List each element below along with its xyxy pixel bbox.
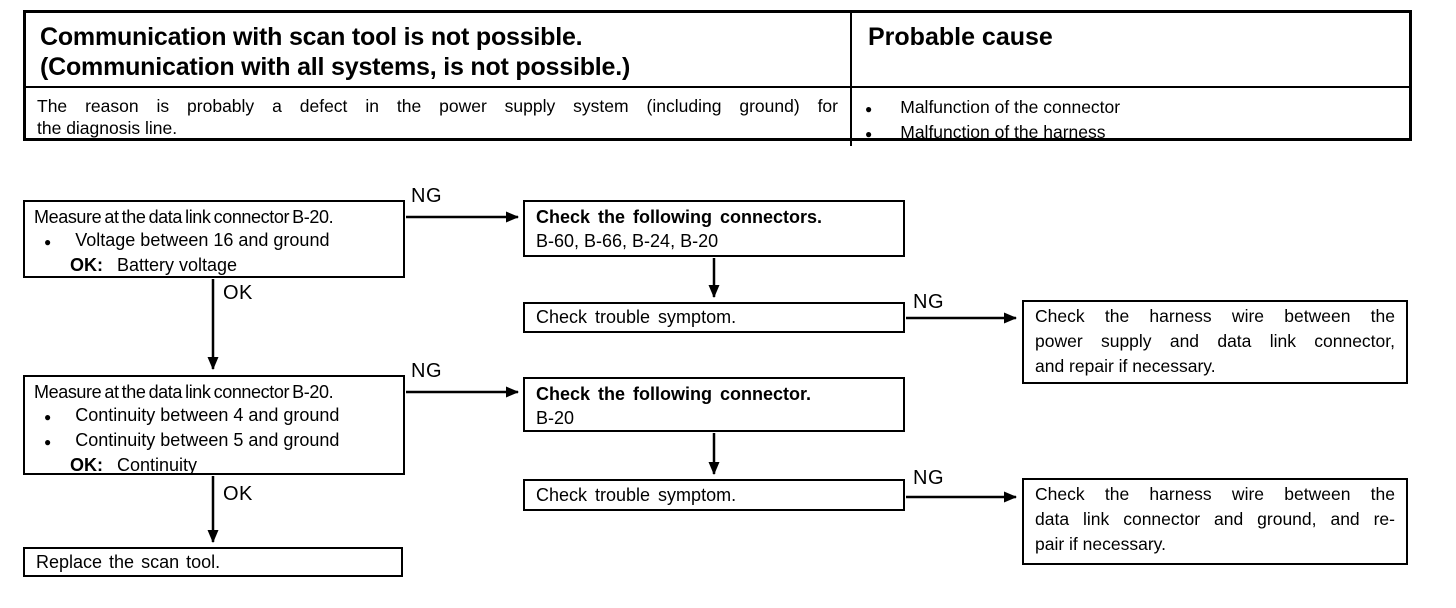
page-title-line2: (Communication with all systems, is not …: [40, 53, 631, 81]
ok-value: Battery voltage: [117, 255, 238, 275]
causes-cell: Malfunction of the connector Malfunction…: [852, 88, 1409, 146]
result-line: data link connector and ground, and re-: [1035, 509, 1395, 529]
cause-text: Malfunction of the harness: [900, 122, 1106, 142]
step-bullet: Continuity between 4 and ground: [34, 404, 394, 429]
page-title-line1: Communication with scan tool is not poss…: [40, 23, 583, 51]
reason-cell: The reason is probably a defect in the p…: [26, 88, 852, 146]
step-measure-continuity-box: Measure at the data link connector B-20.…: [23, 375, 405, 475]
header-table: Communication with scan tool is not poss…: [23, 10, 1412, 146]
edge-label-ng3: NG: [411, 360, 442, 382]
edge-label-ok1: OK: [223, 282, 253, 304]
action-title: Check the following connector.: [536, 384, 812, 404]
result-line: and repair if necessary.: [1035, 356, 1216, 376]
cause-item: Malfunction of the connector: [865, 96, 1397, 121]
connector-list: B-20: [536, 408, 575, 428]
ok-criteria-row: OK: Battery voltage: [34, 254, 394, 277]
edge-label-ok2: OK: [223, 483, 253, 505]
bullet-icon: [44, 429, 51, 454]
probable-cause-label: Probable cause: [868, 23, 1053, 51]
bullet-text: Continuity between 5 and ground: [75, 430, 340, 450]
ok-label: OK:: [70, 455, 103, 475]
body-row: The reason is probably a defect in the p…: [26, 88, 1409, 146]
result-line: Check the harness wire between the: [1035, 484, 1395, 504]
reason-line2: the diagnosis line.: [37, 118, 178, 138]
cause-text: Malfunction of the connector: [900, 97, 1121, 117]
edge-label-ng1: NG: [411, 185, 442, 207]
step-measure-voltage-box: Measure at the data link connector B-20.…: [23, 200, 405, 278]
probable-cause-cell: Probable cause: [852, 13, 1409, 86]
ok-value: Continuity: [117, 455, 198, 475]
step-title: Measure at the data link connector B-20.: [34, 207, 334, 227]
bullet-icon: [44, 404, 51, 429]
replace-text: Replace the scan tool.: [36, 551, 221, 572]
symptom-text: Check trouble symptom.: [536, 484, 737, 505]
replace-scan-tool-box: Replace the scan tool.: [23, 547, 403, 577]
step-title: Measure at the data link connector B-20.: [34, 382, 334, 402]
reason-line1: The reason is probably a defect in the p…: [37, 96, 838, 116]
bullet-icon: [44, 229, 51, 254]
edge-label-ng4: NG: [913, 467, 944, 489]
result-line: power supply and data link connector,: [1035, 331, 1395, 351]
bullet-text: Voltage between 16 and ground: [75, 230, 330, 250]
ok-label: OK:: [70, 255, 103, 275]
cause-item: Malfunction of the harness: [865, 121, 1397, 146]
edge-label-ng2: NG: [913, 291, 944, 313]
action-title: Check the following connectors.: [536, 207, 823, 227]
repair-harness-ground-box: Check the harness wire between the data …: [1022, 478, 1408, 565]
check-trouble-symptom-box-2: Check trouble symptom.: [523, 479, 905, 511]
check-connectors-box: Check the following connectors. B-60, B-…: [523, 200, 905, 257]
result-line: Check the harness wire between the: [1035, 306, 1395, 326]
result-line: pair if necessary.: [1035, 534, 1166, 554]
symptom-text: Check trouble symptom.: [536, 307, 737, 327]
bullet-text: Continuity between 4 and ground: [75, 405, 340, 425]
step-bullet: Continuity between 5 and ground: [34, 429, 394, 454]
check-connector-box: Check the following connector. B-20: [523, 377, 905, 432]
header-row: Communication with scan tool is not poss…: [26, 13, 1409, 88]
connector-list: B-60, B-66, B-24, B-20: [536, 231, 719, 251]
check-trouble-symptom-box-1: Check trouble symptom.: [523, 302, 905, 333]
step-bullet: Voltage between 16 and ground: [34, 229, 394, 254]
trouble-title-cell: Communication with scan tool is not poss…: [26, 13, 852, 86]
ok-criteria-row: OK: Continuity: [34, 454, 394, 477]
repair-harness-power-box: Check the harness wire between the power…: [1022, 300, 1408, 384]
